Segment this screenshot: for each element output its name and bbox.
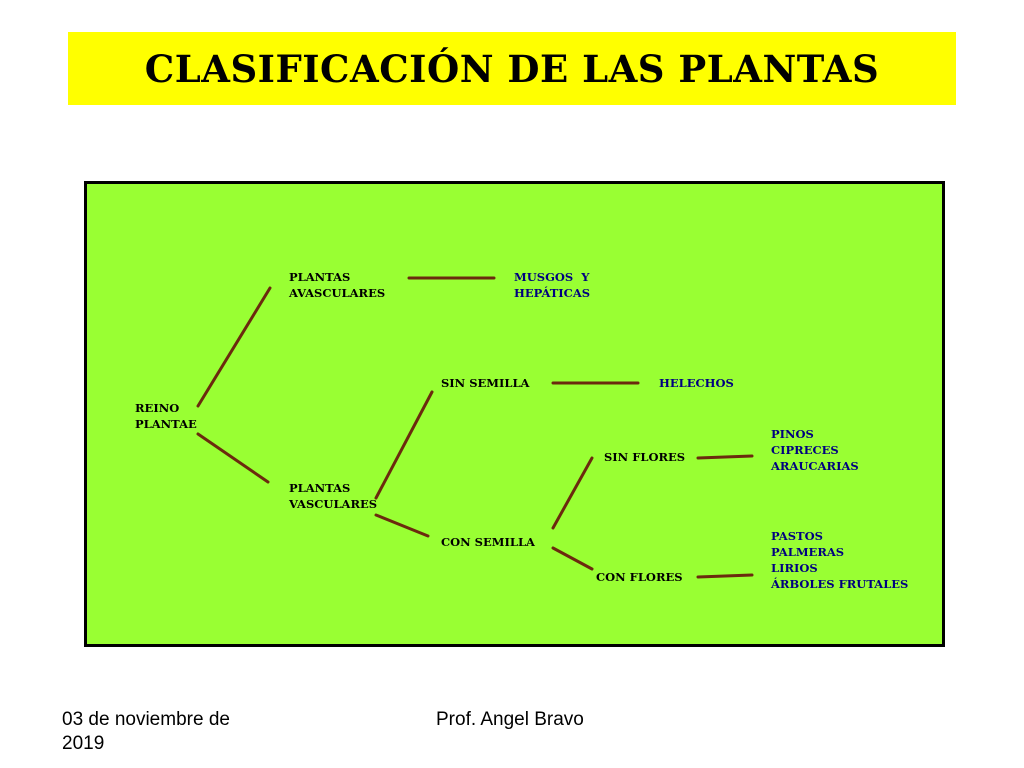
edge-consemilla-sinflores <box>551 456 594 530</box>
edge-conflores-pastos <box>696 573 754 579</box>
footer-date: 03 de noviembre de 2019 <box>62 709 230 754</box>
node-sin-semilla: SIN SEMILLA <box>441 376 530 390</box>
edge-reino-vasculares <box>196 432 270 484</box>
footer-author: Prof. Angel Bravo <box>436 709 584 730</box>
node-pastos-palmeras-lirios-arboles: PASTOS PALMERAS LIRIOS ÁRBOLES FRUTALES <box>771 529 909 591</box>
edge-consemilla-conflores <box>551 546 594 571</box>
edge-sinflores-pinos <box>696 454 754 460</box>
edge-vasculares-consemilla <box>374 513 430 538</box>
node-con-flores: CON FLORES <box>596 570 683 584</box>
node-reino-plantae: REINO PLANTAE <box>135 401 197 431</box>
node-helechos: HELECHOS <box>659 376 734 390</box>
node-plantas-avasculares: PLANTAS AVASCULARES <box>289 270 386 300</box>
title-banner: CLASIFICACIÓN DE LAS PLANTAS <box>68 32 956 105</box>
node-sin-flores: SIN FLORES <box>604 450 686 464</box>
edge-vasculares-sinsemilla <box>374 390 434 500</box>
node-plantas-vasculares: PLANTAS VASCULARES <box>289 481 378 511</box>
node-musgos-hepaticas: MUSGOS Y HEPÁTICAS <box>514 270 591 300</box>
edge-reino-avasculares <box>196 286 272 408</box>
node-con-semilla: CON SEMILLA <box>441 535 535 549</box>
diagram-panel <box>84 181 945 647</box>
node-pinos-cipreces-araucarias: PINOS CIPRECES ARAUCARIAS <box>771 427 859 473</box>
page-title: CLASIFICACIÓN DE LAS PLANTAS <box>144 46 880 91</box>
